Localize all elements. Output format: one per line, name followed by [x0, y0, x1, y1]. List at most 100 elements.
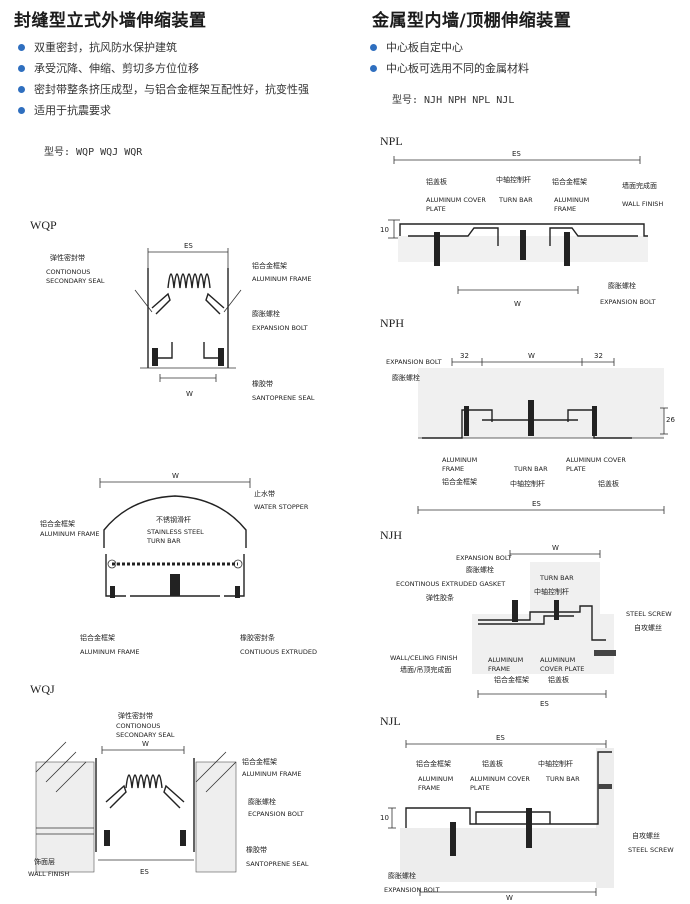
- callout-label: ALUMINUM: [540, 656, 576, 664]
- callout-label: WALL FINISH: [28, 870, 70, 878]
- callout-label: 弹性密封带: [118, 712, 153, 720]
- callout-label: PLATE: [566, 465, 586, 473]
- dimension-label: W: [514, 300, 521, 308]
- njh-drawing: W ES: [472, 544, 616, 708]
- list-item: 适用于抗震要求: [18, 100, 309, 121]
- callout-label: 铝合金框架: [416, 760, 451, 768]
- callout-label: 膨胀螺栓: [608, 282, 636, 290]
- callout-label: ECONTINOUS EXTRUDED GASKET: [396, 580, 506, 588]
- water-stopper-drawing: W: [99, 472, 251, 598]
- callout-label: 铝盖板: [426, 178, 447, 186]
- callout-label: EXPANSION BOLT: [386, 358, 442, 366]
- dimension-label: ES: [140, 868, 149, 876]
- callout-label: 橡胶密封条: [240, 634, 275, 642]
- callout-label: SECONDARY SEAL: [46, 277, 105, 285]
- callout-label: WATER STOPPER: [254, 503, 309, 511]
- callout-label: EXPANSION BOLT: [252, 324, 308, 332]
- callout-label: 中轴控制杆: [534, 588, 569, 596]
- dimension-label: W: [552, 544, 559, 552]
- callout-label: SANTOPRENE SEAL: [246, 860, 309, 868]
- callout-label: 膨胀螺栓: [388, 872, 416, 880]
- section-title-njl: NJL: [380, 714, 401, 728]
- callout-label: CONTIONOUS: [116, 722, 161, 730]
- list-item: 中心板可选用不同的金属材料: [370, 58, 529, 79]
- callout-label: 膨胀螺栓: [252, 310, 280, 318]
- left-feature-list: 双重密封，抗风防水保护建筑 承受沉降、伸缩、剪切多方位位移 密封带整条挤压成型，…: [18, 37, 309, 121]
- callout-label: EXPANSION BOLT: [600, 298, 656, 306]
- dimension-label: W: [142, 740, 149, 748]
- callout-label: WALL/CELING FINISH: [390, 654, 458, 662]
- callout-label: 中轴控制杆: [510, 480, 545, 488]
- dimension-label: ES: [540, 700, 549, 708]
- right-feature-list: 中心板自定中心 中心板可选用不同的金属材料: [370, 37, 529, 79]
- npl-drawing: ES 10 W: [380, 150, 648, 308]
- callout-label: STEEL SCREW: [628, 846, 674, 854]
- dimension-label: W: [506, 894, 513, 902]
- section-title-wqp: WQP: [30, 218, 57, 232]
- callout-label: ALUMINUM: [418, 775, 454, 783]
- callout-label: 铝盖板: [482, 760, 503, 768]
- callout-label: 中轴控制杆: [496, 176, 531, 184]
- list-item: 承受沉降、伸缩、剪切多方位位移: [18, 58, 309, 79]
- callout-label: 止水带: [254, 490, 275, 498]
- dimension-label: W: [528, 352, 535, 360]
- dimension-label: 32: [594, 352, 603, 360]
- section-title-njh: NJH: [380, 528, 403, 542]
- callout-label: ALUMINUM FRAME: [80, 648, 140, 656]
- callout-label: CONTIUOUS EXTRUDED: [240, 648, 318, 656]
- callout-label: TURN BAR: [147, 537, 181, 545]
- callout-label: 饰面层: [34, 858, 55, 866]
- callout-label: 铝合金框架: [494, 676, 529, 684]
- callout-label: EXPANSION BOLT: [456, 554, 512, 562]
- callout-label: ECPANSION BOLT: [248, 810, 304, 818]
- right-title: 金属型内墙/顶棚伸缩装置: [372, 11, 572, 31]
- callout-label: 铝合金框架: [252, 262, 287, 270]
- callout-label: FRAME: [488, 665, 511, 673]
- callout-label: 橡胶带: [252, 380, 273, 388]
- callout-label: TURN BAR: [546, 775, 580, 783]
- wqj-drawing: W ES: [35, 740, 237, 876]
- callout-label: 铝合金框架: [40, 520, 75, 528]
- nph-drawing: 32 W 32 26 ES: [417, 352, 675, 514]
- list-item: 双重密封，抗风防水保护建筑: [18, 37, 309, 58]
- callout-label: 铝盖板: [548, 676, 569, 684]
- callout-label: 墙面完成面: [622, 182, 657, 190]
- callout-label: 膨胀螺栓: [466, 566, 494, 574]
- callout-label: EXPANSION BOLT: [384, 886, 440, 894]
- callout-label: 铝合金框架: [242, 758, 277, 766]
- dimension-label: 10: [380, 226, 389, 234]
- callout-label: ALUMINUM COVER: [470, 775, 530, 783]
- callout-label: 自攻螺丝: [634, 624, 662, 632]
- callout-label: TURN BAR: [499, 196, 533, 204]
- callout-label: ALUMINUM COVER: [566, 456, 626, 464]
- callout-label: SECONDARY SEAL: [116, 731, 175, 739]
- callout-label: FRAME: [442, 465, 465, 473]
- callout-label: ALUMINUM FRAME: [40, 530, 100, 538]
- callout-label: 弹性密封带: [50, 254, 85, 262]
- list-item: 密封带整条挤压成型，与铝合金框架互配性好，抗变性强: [18, 79, 309, 100]
- section-title-nph: NPH: [380, 316, 405, 330]
- callout-label: COVER PLATE: [540, 665, 585, 673]
- callout-label: WALL FINISH: [622, 200, 664, 208]
- dimension-label: W: [186, 390, 193, 398]
- dimension-label: 10: [380, 814, 389, 822]
- callout-label: 墙面/吊顶完成面: [400, 666, 452, 674]
- dimension-label: ES: [532, 500, 541, 508]
- callout-label: STAINLESS STEEL: [147, 528, 204, 536]
- callout-label: 中轴控制杆: [538, 760, 573, 768]
- callout-label: 铝合金框架: [442, 478, 477, 486]
- section-title-wqj: WQJ: [30, 682, 55, 696]
- callout-label: PLATE: [470, 784, 490, 792]
- callout-label: 自攻螺丝: [632, 832, 660, 840]
- callout-label: 弹性胶条: [426, 594, 454, 602]
- callout-label: TURN BAR: [514, 465, 548, 473]
- dimension-label: ES: [512, 150, 521, 158]
- left-model-line: 型号: WQP WQJ WQR: [44, 147, 143, 158]
- callout-label: PLATE: [426, 205, 446, 213]
- callout-label: CONTIONOUS: [46, 268, 91, 276]
- callout-label: 铝盖板: [598, 480, 619, 488]
- callout-label: FRAME: [554, 205, 577, 213]
- callout-label: FRAME: [418, 784, 441, 792]
- callout-label: 铝合金框架: [552, 178, 587, 186]
- callout-label: 铝合金框架: [80, 634, 115, 642]
